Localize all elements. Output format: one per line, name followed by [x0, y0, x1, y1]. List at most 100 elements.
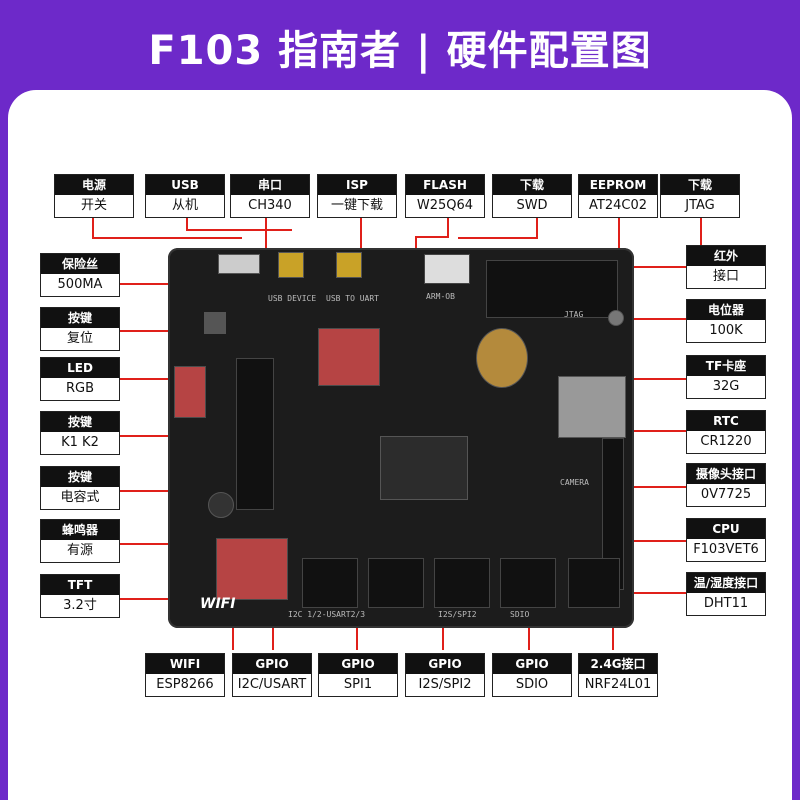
label-led-title: LED	[41, 358, 119, 378]
label-camera-value: 0V7725	[700, 487, 752, 502]
label-uart-title: 串口	[231, 175, 309, 195]
connector-line	[356, 610, 358, 650]
label-rtc: RTC CR1220	[686, 410, 766, 454]
label-wifi: WIFI ESP8266	[145, 653, 225, 697]
connector-line	[620, 318, 686, 320]
label-eeprom-title: EEPROM	[579, 175, 657, 195]
label-buzzer-title: 蜂鸣器	[41, 520, 119, 540]
label-tf: TF卡座 32G	[686, 355, 766, 399]
rtc-battery-holder	[476, 328, 528, 388]
label-keys-title: 按键	[41, 412, 119, 432]
potentiometer	[608, 310, 624, 326]
label-power-value: 开关	[80, 198, 107, 213]
label-reset-title: 按键	[41, 308, 119, 328]
label-nrf-value: NRF24L01	[584, 677, 652, 692]
silk-arm-ob: ARM-OB	[426, 292, 455, 301]
connector-line	[120, 330, 210, 332]
usb-port-1	[278, 252, 304, 278]
label-touch-title: 按键	[41, 467, 119, 487]
label-gpio-spi1-value: SPI1	[343, 677, 373, 692]
connector-line	[120, 283, 200, 285]
label-pot: 电位器 100K	[686, 299, 766, 343]
label-isp: ISP 一键下载	[317, 174, 397, 218]
label-eeprom-value: AT24C02	[589, 198, 647, 213]
label-camera-title: 摄像头接口	[687, 464, 765, 484]
connector-line	[92, 218, 94, 238]
label-uart: 串口 CH340	[230, 174, 310, 218]
label-nrf-title: 2.4G接口	[579, 654, 657, 674]
label-wifi-title: WIFI	[146, 654, 224, 674]
label-keys-value: K1 K2	[61, 435, 99, 450]
connector-line	[458, 237, 538, 239]
label-cpu: CPU F103VET6	[686, 518, 766, 562]
buzzer	[208, 492, 234, 518]
connector-line	[120, 490, 190, 492]
arm-ob-connector	[424, 254, 470, 284]
label-tf-value: 32G	[712, 379, 740, 394]
label-tft: TFT 3.2寸	[40, 574, 120, 618]
label-usb-title: USB	[146, 175, 224, 195]
label-gpio-i2s-title: GPIO	[406, 654, 484, 674]
silk-i2c: I2C 1/2-USART2/3	[288, 610, 366, 619]
ch340-chip	[318, 328, 380, 386]
cpu-chip	[380, 436, 468, 500]
label-gpio-sdio: GPIO SDIO	[492, 653, 572, 697]
connector-line	[120, 598, 170, 600]
label-jtag-title: 下载	[661, 175, 739, 195]
gpio-header-1	[302, 558, 358, 608]
label-gpio-i2c: GPIO I2C/USART	[232, 653, 312, 697]
rgb-led	[174, 366, 206, 418]
connector-line	[120, 435, 190, 437]
silk-sdio: SDIO	[510, 610, 530, 619]
label-gpio-spi1-title: GPIO	[319, 654, 397, 674]
connector-line	[590, 378, 686, 380]
connector-line	[620, 592, 686, 594]
silk-jtag: JTAG	[564, 310, 584, 319]
label-swd-title: 下载	[493, 175, 571, 195]
connector-line	[640, 266, 686, 268]
tf-card-slot	[558, 376, 626, 438]
label-jtag-value: JTAG	[685, 198, 715, 213]
connector-line	[360, 218, 362, 258]
label-fuse: 保险丝 500MA	[40, 253, 120, 297]
label-power-title: 电源	[55, 175, 133, 195]
connector-line	[610, 486, 686, 488]
silk-i2s: I2S/SPI2	[438, 610, 477, 619]
label-tft-value: 3.2寸	[63, 598, 97, 613]
connector-line	[442, 610, 444, 650]
label-dht: 温/湿度接口 DHT11	[686, 572, 766, 616]
esp8266-module	[216, 538, 288, 600]
label-gpio-i2s: GPIO I2S/SPI2	[405, 653, 485, 697]
label-eeprom: EEPROM AT24C02	[578, 174, 658, 218]
label-gpio-i2c-value: I2C/USART	[237, 677, 307, 692]
label-touch-value: 电容式	[60, 490, 100, 505]
connector-line	[186, 229, 292, 231]
label-cpu-value: F103VET6	[693, 542, 759, 557]
label-keys: 按键 K1 K2	[40, 411, 120, 455]
label-gpio-i2s-value: I2S/SPI2	[418, 677, 472, 692]
label-usb: USB 从机	[145, 174, 225, 218]
label-pot-value: 100K	[709, 323, 743, 338]
label-ir-title: 红外	[687, 246, 765, 266]
connector-line	[528, 610, 530, 650]
label-touch: 按键 电容式	[40, 466, 120, 510]
gpio-header-2	[368, 558, 424, 608]
gpio-header-4	[500, 558, 556, 608]
gpio-header-3	[434, 558, 490, 608]
jtag-header	[486, 260, 618, 318]
label-cpu-title: CPU	[687, 519, 765, 539]
connector-line	[536, 218, 538, 238]
connector-line	[232, 620, 234, 650]
pcb-board: USB DEVICE USB TO UART ARM-OB JTAG CAMER…	[168, 248, 634, 628]
label-rtc-value: CR1220	[700, 434, 752, 449]
label-flash: FLASH W25Q64	[405, 174, 485, 218]
label-usb-value: 从机	[171, 198, 198, 213]
label-buzzer-value: 有源	[66, 543, 93, 558]
label-reset-value: 复位	[66, 331, 93, 346]
label-rtc-title: RTC	[687, 411, 765, 431]
label-isp-title: ISP	[318, 175, 396, 195]
label-flash-value: W25Q64	[416, 198, 474, 213]
tft-header	[236, 358, 274, 510]
label-uart-value: CH340	[248, 198, 292, 213]
label-gpio-sdio-value: SDIO	[515, 677, 549, 692]
